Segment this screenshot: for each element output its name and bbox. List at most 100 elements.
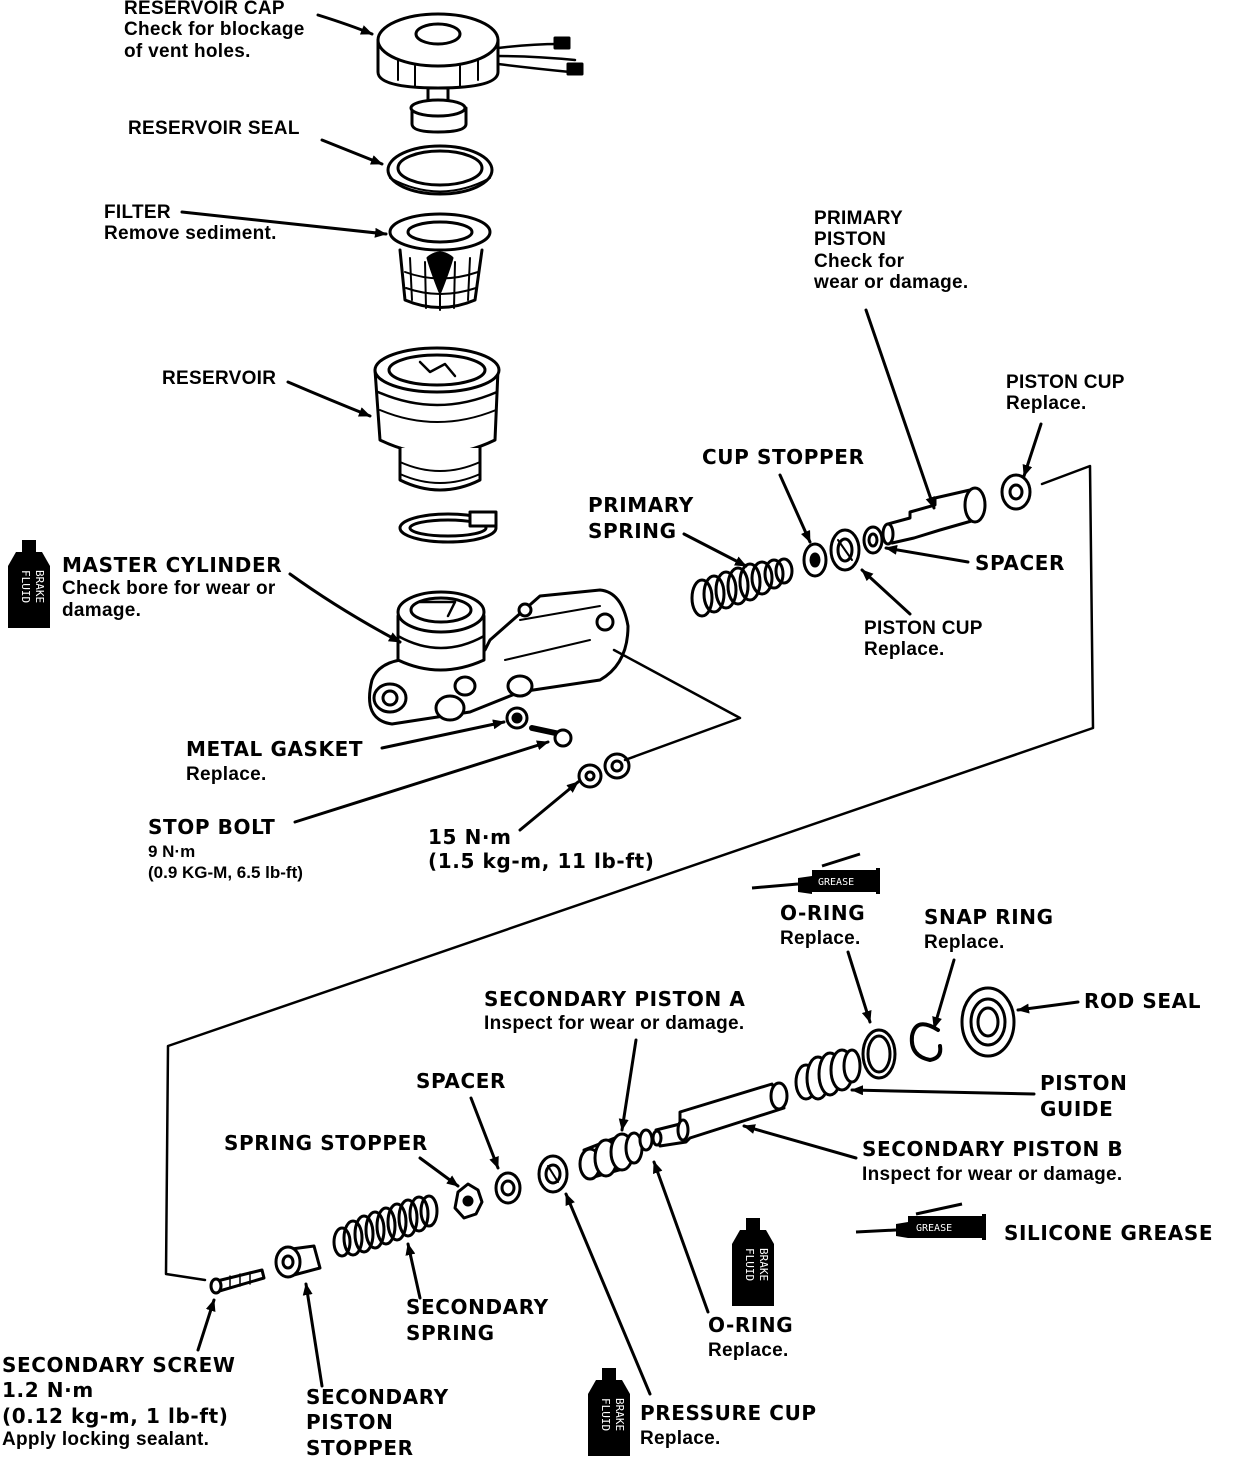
piston-cup-top-note: Replace. [1006,393,1087,415]
cup-stopper-part [802,542,828,578]
label-o-ring-top: O-RING Replace. [780,902,865,950]
secondary-piston-b-title: SECONDARY PISTON B [862,1137,1124,1161]
nut-part [577,752,631,789]
leader-arrows [180,13,1080,1396]
reservoir-cap-part [376,12,584,134]
master-cylinder-note: damage. [62,599,142,621]
spring-stopper-title: SPRING STOPPER [224,1131,428,1155]
svg-text:BRAKE: BRAKE [33,570,46,603]
stop-bolt-title: STOP BOLT [148,815,276,839]
label-primary-piston: PRIMARY PISTON Check for wear or damage. [814,208,968,293]
label-primary-spring: PRIMARY SPRING [588,494,694,543]
secondary-screw-title: SECONDARY SCREW [2,1353,236,1377]
secondary-piston-stopper-title: PISTON [306,1410,394,1435]
piston-guide-title: GUIDE [1040,1097,1114,1122]
svg-text:FLUID: FLUID [599,1398,612,1431]
filter-note: Remove sediment. [104,223,277,245]
master-cylinder-note: Check bore for wear or [62,578,276,600]
o-ring-top-title: O-RING [780,901,866,925]
cup-stopper-title: CUP STOPPER [702,445,865,469]
svg-text:BRAKE: BRAKE [613,1398,626,1431]
label-secondary-piston-stopper: SECONDARY PISTON STOPPER [306,1385,449,1460]
reservoir-seal-title: RESERVOIR SEAL [128,118,300,139]
label-spring-stopper: SPRING STOPPER [224,1131,428,1155]
piston-guide-part [794,1048,862,1101]
master-cylinder-part [368,588,630,726]
assembly-lead-line-upper [612,648,742,762]
spacer-top-title: SPACER [975,551,1066,575]
secondary-piston-b-part [651,1081,789,1148]
spacer-top-part [862,525,884,555]
label-rod-seal: ROD SEAL [1084,989,1202,1013]
piston-cup-mid-note: Replace. [864,639,945,661]
label-silicone-grease: SILICONE GREASE [1004,1221,1214,1245]
label-stop-bolt: STOP BOLT 9 N·m (0.9 KG-M, 6.5 lb-ft) [148,815,303,883]
label-filter: FILTER Remove sediment. [104,202,277,245]
grease-tube-icon: GREASE [751,852,880,894]
o-ring-top-part [861,1028,897,1080]
piston-cup-top-title: PISTON CUP [1006,372,1125,393]
snap-ring-title: SNAP RING [924,905,1054,929]
label-secondary-piston-a: SECONDARY PISTON A Inspect for wear or d… [484,988,745,1035]
primary-piston-note: wear or damage. [814,271,969,293]
secondary-piston-a-note: Inspect for wear or damage. [484,1013,745,1035]
secondary-screw-note: Apply locking sealant. [2,1429,210,1451]
o-ring-bottom-part [638,1128,654,1152]
primary-spring-title: PRIMARY [588,493,694,517]
rod-seal-title: ROD SEAL [1084,989,1202,1013]
spacer-bottom-title: SPACER [416,1069,507,1093]
pressure-cup-note: Replace. [640,1428,721,1450]
metal-gasket-part [505,706,529,730]
svg-text:GREASE: GREASE [818,877,854,888]
label-cup-stopper: CUP STOPPER [702,445,865,469]
primary-spring-part [690,557,794,618]
filter-part [388,212,492,311]
label-reservoir: RESERVOIR [162,368,276,389]
secondary-spring-title: SECONDARY [406,1295,549,1319]
svg-text:GREASE: GREASE [916,1223,952,1234]
label-piston-cup-top: PISTON CUP Replace. [1006,372,1125,415]
svg-text:BRAKE: BRAKE [757,1248,770,1281]
reservoir-cap-note: Check for blockage [124,19,305,41]
primary-piston-note: Check for [814,250,905,272]
svg-text:FLUID: FLUID [19,570,32,603]
snap-ring-note: Replace. [924,932,1005,954]
reservoir-cap-title: RESERVOIR CAP [124,0,285,19]
assembly-lead-line [164,464,1095,1282]
secondary-screw-torque: 1.2 N·m [2,1378,94,1403]
snap-ring-part [909,1022,943,1062]
silicone-grease-title: SILICONE GREASE [1004,1221,1214,1245]
piston-guide-title: PISTON [1040,1071,1128,1095]
stop-bolt-torque: 9 N·m [148,842,196,862]
reservoir-part [373,346,501,544]
svg-text:FLUID: FLUID [743,1248,756,1281]
spring-stopper-part [453,1182,484,1220]
label-pressure-cup: PRESSURE CUP Replace. [640,1402,817,1450]
secondary-piston-stopper-part [274,1244,322,1279]
label-spacer-top: SPACER [975,551,1066,575]
secondary-piston-stopper-title: STOPPER [306,1435,414,1460]
reservoir-title: RESERVOIR [162,368,277,389]
reservoir-cap-note: of vent holes. [124,40,251,62]
nut-torque-value: (1.5 kg-m, 11 lb-ft) [428,849,655,874]
primary-piston-title: PRIMARY [814,208,904,229]
metal-gasket-title: METAL GASKET [186,737,364,761]
metal-gasket-note: Replace. [186,764,267,786]
brake-fluid-bottle-icon: BRAKE FLUID [732,1218,774,1306]
label-piston-cup-mid: PISTON CUP Replace. [864,618,983,661]
spacer-bottom-part [494,1171,522,1205]
label-reservoir-seal: RESERVOIR SEAL [128,118,300,139]
label-master-cylinder: MASTER CYLINDER Check bore for wear or d… [62,554,282,621]
label-metal-gasket: METAL GASKET Replace. [186,738,363,786]
secondary-piston-stopper-title: SECONDARY [306,1385,449,1409]
primary-piston-part [881,486,987,546]
label-spacer-bottom: SPACER [416,1069,507,1093]
o-ring-bottom-title: O-RING [708,1313,794,1337]
o-ring-top-note: Replace. [780,928,861,950]
secondary-spring-title: SPRING [406,1321,495,1346]
rod-seal-part [960,986,1016,1058]
secondary-piston-a-title: SECONDARY PISTON A [484,987,746,1011]
filter-title: FILTER [104,202,171,223]
piston-cup-mid-title: PISTON CUP [864,618,983,639]
label-secondary-piston-b: SECONDARY PISTON B Inspect for wear or d… [862,1138,1123,1186]
